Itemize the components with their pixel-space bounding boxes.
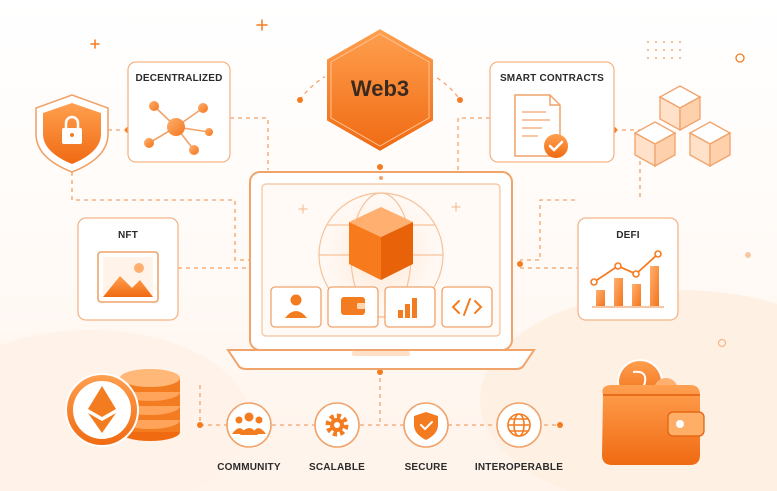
shield-lock-icon bbox=[35, 94, 109, 173]
bar-chart-icon bbox=[398, 298, 417, 318]
sparkle-icon bbox=[90, 19, 268, 49]
sparkle-icon bbox=[735, 53, 745, 63]
growth-chart-icon bbox=[596, 266, 659, 306]
smart-contracts-card bbox=[489, 61, 615, 163]
user-tile bbox=[270, 286, 322, 328]
user-icon bbox=[285, 294, 307, 318]
laptop-illustration bbox=[226, 171, 536, 370]
code-icon bbox=[451, 298, 483, 316]
smart-contracts-label: SMART CONTRACTS bbox=[499, 73, 605, 84]
check-badge-icon bbox=[544, 134, 568, 158]
nft-card bbox=[77, 217, 179, 321]
wallet-icon bbox=[341, 297, 365, 315]
gear-icon bbox=[325, 413, 349, 437]
feature-label-community: COMMUNITY bbox=[217, 462, 281, 473]
web3-hexagon bbox=[325, 26, 435, 154]
globe-icon bbox=[507, 413, 531, 437]
decentralized-label: DECENTRALIZED bbox=[135, 73, 223, 84]
dot-grid bbox=[646, 40, 682, 60]
blockchain-blocks-icon bbox=[633, 85, 732, 168]
ethereum-coin-icon bbox=[65, 373, 139, 447]
feature-label-secure: SECURE bbox=[404, 462, 448, 473]
web3-title: Web3 bbox=[350, 76, 410, 101]
defi-label: DEFI bbox=[616, 230, 640, 241]
network-icon bbox=[144, 101, 213, 155]
feature-label-interoperable: INTEROPERABLE bbox=[474, 462, 564, 473]
decentralized-card bbox=[127, 61, 231, 163]
feature-label-scalable: SCALABLE bbox=[308, 462, 366, 473]
image-icon bbox=[103, 263, 153, 297]
nft-label: NFT bbox=[117, 230, 139, 241]
cube-icon bbox=[349, 207, 413, 280]
shield-check-icon bbox=[414, 412, 438, 440]
community-icon bbox=[232, 412, 266, 435]
sparkle-icon bbox=[745, 252, 751, 258]
defi-card bbox=[577, 217, 679, 321]
wallet-illustration bbox=[602, 359, 705, 465]
community-circle bbox=[226, 402, 272, 448]
sparkle-icon bbox=[717, 338, 727, 348]
